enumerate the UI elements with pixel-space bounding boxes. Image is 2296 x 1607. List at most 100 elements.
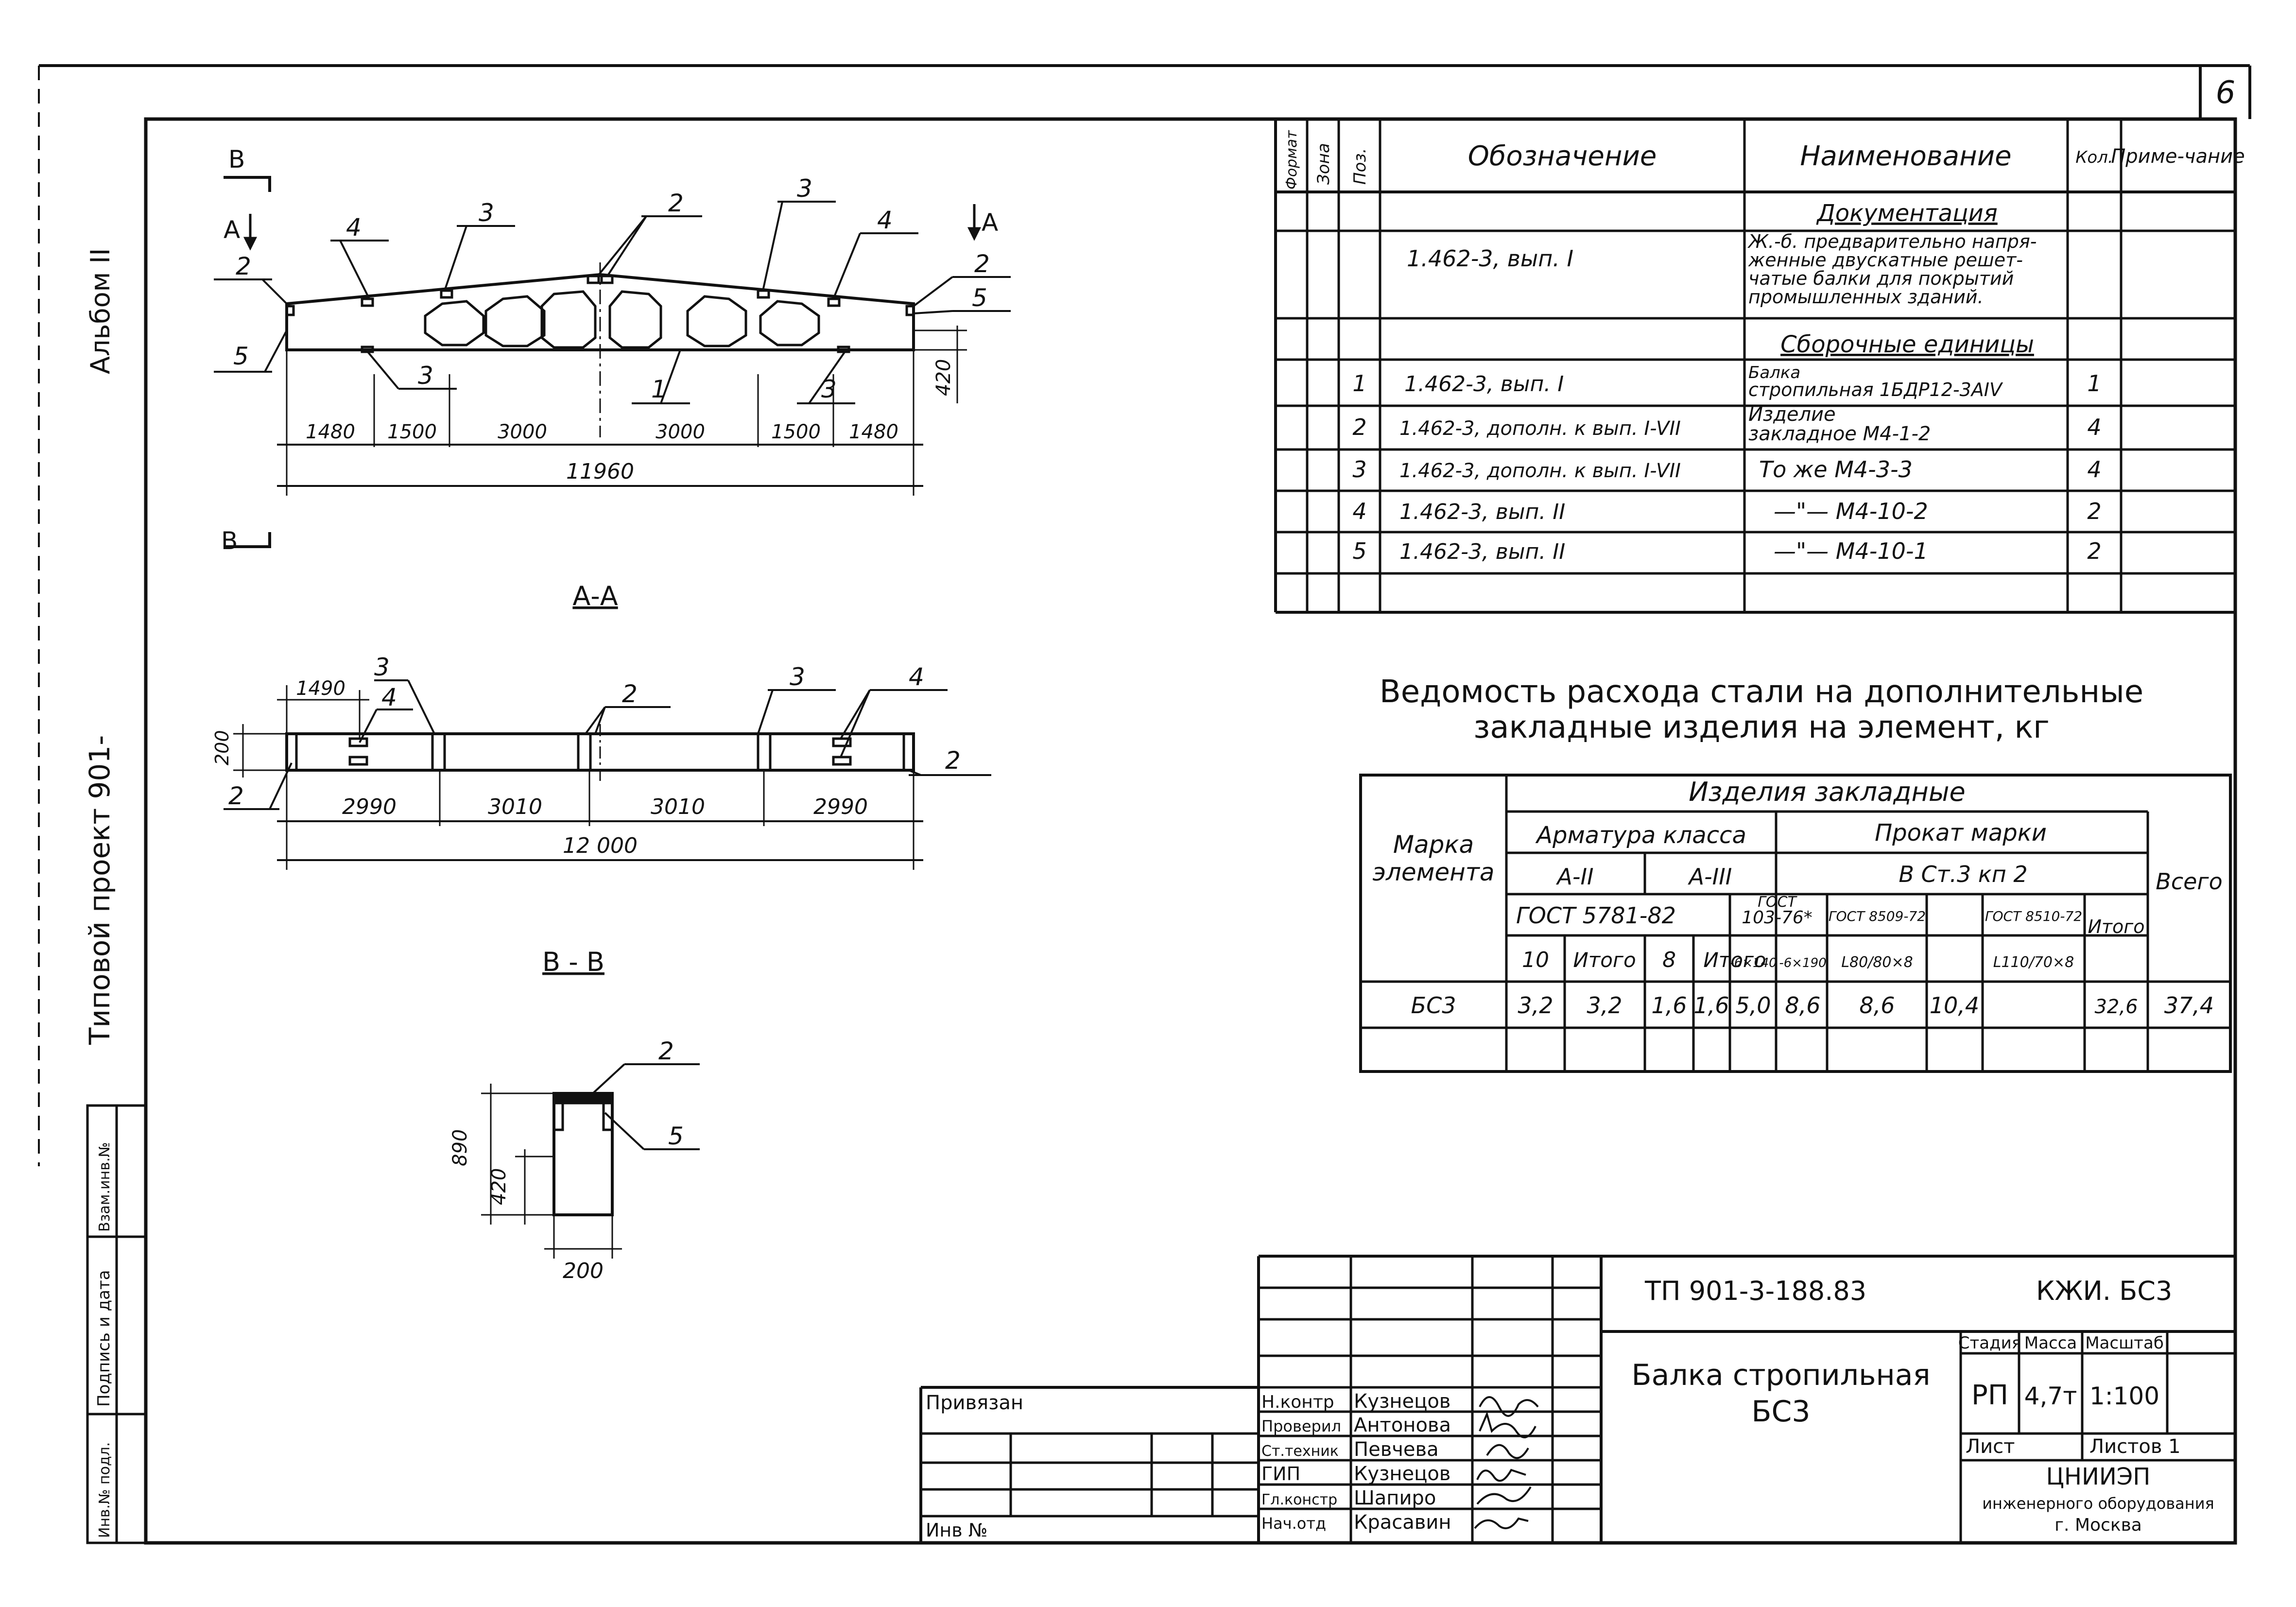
- steel-col-l110: L110/70×8: [1993, 954, 2074, 971]
- spec-row-qty: 2: [2087, 538, 2101, 564]
- title-name-6: Красавин: [1354, 1511, 1451, 1534]
- spec-row-designation: 1.462-3, вып. II: [1399, 539, 1565, 564]
- title-stage: РП: [1971, 1380, 2008, 1411]
- title-role-4: ГИП: [1261, 1463, 1300, 1485]
- aa-dim-3010-left: 3010: [488, 795, 542, 819]
- title-name-3: Певчева: [1354, 1438, 1439, 1461]
- steel-val-6x140: 5,0: [1735, 992, 1771, 1019]
- dim-1500-left: 1500: [387, 421, 437, 443]
- steel-val-grand-total: 37,4: [2164, 992, 2214, 1019]
- steel-header-mark-1: Марка: [1393, 830, 1474, 859]
- spec-section-documents: Документация: [1816, 200, 1998, 227]
- title-stage-label: Стадия: [1958, 1333, 2021, 1353]
- signature-5: [1476, 1486, 1532, 1505]
- title-bound-label: Привязан: [926, 1392, 1023, 1414]
- section-aa-callout-3-left: 3: [374, 653, 390, 681]
- steel-header-mark-2: элемента: [1372, 858, 1494, 886]
- spec-row-name-line-1: То же М4-3-3: [1759, 456, 1913, 483]
- spec-doc-name: Ж.-б. предварительно напря- женные двуск…: [1747, 231, 2037, 308]
- steel-header-total: Всего: [2156, 868, 2222, 895]
- elevation-callout-2-left: 2: [236, 252, 251, 280]
- elevation-callout-1: 1: [651, 375, 667, 403]
- elevation-callout-4-right: 4: [877, 206, 893, 234]
- signature-1: [1479, 1396, 1539, 1417]
- section-aa-drawing: [224, 679, 991, 870]
- steel-table-grid: [1359, 774, 2232, 1073]
- title-sheet-label: Лист: [1966, 1435, 2015, 1458]
- steel-headers: Марка элемента Изделия закладные Арматур…: [1372, 777, 2222, 937]
- title-mass-label: Масса: [2024, 1333, 2077, 1353]
- section-aa-callout-3-right: 3: [790, 663, 805, 691]
- steel-header-products: Изделия закладные: [1689, 777, 1965, 807]
- album-label: Альбом II: [85, 248, 116, 374]
- section-aa-callout-2-left: 2: [228, 782, 244, 810]
- spec-row-designation: 1.462-3, вып. II: [1399, 500, 1565, 524]
- spec-row-name-line-1: —"— М4-10-2: [1774, 498, 1928, 524]
- steel-title-line-2: закладные изделия на элемент, кг: [1473, 709, 2050, 745]
- spec-row-qty: 4: [2087, 456, 2101, 483]
- spec-header-name: Наименование: [1800, 140, 2011, 172]
- elevation-callout-2-right: 2: [974, 250, 990, 278]
- section-aa-callout-4-left: 4: [381, 683, 397, 711]
- spec-doc-name-line-4: промышленных зданий.: [1748, 286, 1984, 308]
- steel-header-rolled: Прокат марки: [1875, 819, 2047, 847]
- sheet-number: 6: [2216, 75, 2236, 111]
- title-name-5: Шапиро: [1354, 1487, 1436, 1509]
- spec-header-pos: Поз.: [1350, 148, 1370, 185]
- steel-header-itogo: Итого: [2088, 916, 2144, 937]
- title-sheet-code: КЖИ. БС3: [2036, 1276, 2172, 1306]
- elevation-callout-5-right: 5: [972, 284, 987, 312]
- elevation-callout-3-bottom-right: 3: [821, 375, 837, 403]
- title-sheets-label: Листов 1: [2089, 1435, 2181, 1458]
- steel-header-gost-8510: ГОСТ 8510-72: [1985, 908, 2082, 924]
- spec-row-pos: 2: [1352, 414, 1366, 440]
- spec-row-pos: 5: [1352, 538, 1366, 564]
- elevation-callout-4-left: 4: [346, 213, 362, 242]
- dim-1480-right: 1480: [849, 421, 898, 443]
- dim-3000-right: 3000: [656, 421, 705, 443]
- section-aa-dim-1490: 1490: [296, 677, 345, 700]
- elevation-callout-3-left: 3: [479, 199, 494, 227]
- steel-val-l80: 8,6: [1859, 992, 1895, 1019]
- steel-header-gost-103-2: 103-76*: [1742, 908, 1813, 928]
- steel-title-line-1: Ведомость расхода стали на дополнительны…: [1380, 674, 2143, 710]
- steel-val-a3-total: 1,6: [1693, 992, 1729, 1019]
- title-org-line-3: г. Москва: [2054, 1515, 2142, 1535]
- section-bb-width: 200: [563, 1259, 604, 1283]
- spec-row-qty: 1: [2087, 370, 2101, 397]
- elevation-callout-3-right: 3: [797, 174, 812, 203]
- spec-row-pos: 3: [1352, 456, 1366, 483]
- binding-strip: [86, 1104, 147, 1544]
- steel-row-mark: БС3: [1411, 992, 1456, 1019]
- elevation-top-dimensions: 1480 1500 3000 3000 1500 1480: [306, 421, 898, 443]
- section-bb-callout-2: 2: [658, 1037, 674, 1065]
- section-aa-callout-4-right: 4: [909, 663, 924, 691]
- title-role-5: Гл.констр: [1261, 1491, 1337, 1508]
- steel-val-a2-total: 3,2: [1587, 992, 1622, 1019]
- spec-row-pos: 4: [1352, 498, 1366, 524]
- spec-doc-name-line-1: Ж.-б. предварительно напря-: [1747, 231, 2037, 252]
- spec-row-name-line-1: Изделие: [1748, 403, 1836, 426]
- title-inv-label: Инв №: [926, 1520, 987, 1541]
- title-mass: 4,7т: [2024, 1382, 2077, 1410]
- spec-header-designation: Обозначение: [1468, 140, 1657, 172]
- spec-row-pos: 1: [1352, 370, 1366, 397]
- signature-3: [1486, 1444, 1529, 1459]
- spec-row-1: 1 1.462-3, вып. I Балка стропильная 1БДР…: [1352, 363, 2101, 400]
- steel-header-a2: А-II: [1555, 864, 1593, 890]
- steel-col-8: 8: [1662, 948, 1676, 972]
- spec-row-name-line-2: стропильная 1БДР12-3АIV: [1748, 379, 2003, 400]
- steel-col-itogo-a2: Итого: [1573, 948, 1636, 972]
- signature-6: [1474, 1517, 1529, 1529]
- spec-row-qty: 4: [2087, 414, 2101, 440]
- elevation-callout-5-left: 5: [233, 342, 249, 370]
- title-scale-label: Масштаб: [2085, 1333, 2164, 1353]
- steel-col-6x190: -6×190: [1779, 956, 1826, 970]
- section-bb-callout-5: 5: [668, 1122, 684, 1150]
- dim-1480-left: 1480: [306, 421, 355, 443]
- elevation-overall-dimension: 11960: [566, 459, 634, 484]
- section-bb-drawing: [481, 1063, 700, 1259]
- steel-columns: 10 Итого 8 Итого -6×140 -6×190 L80/80×8 …: [1522, 948, 2074, 972]
- steel-val-a2-10: 3,2: [1518, 992, 1553, 1019]
